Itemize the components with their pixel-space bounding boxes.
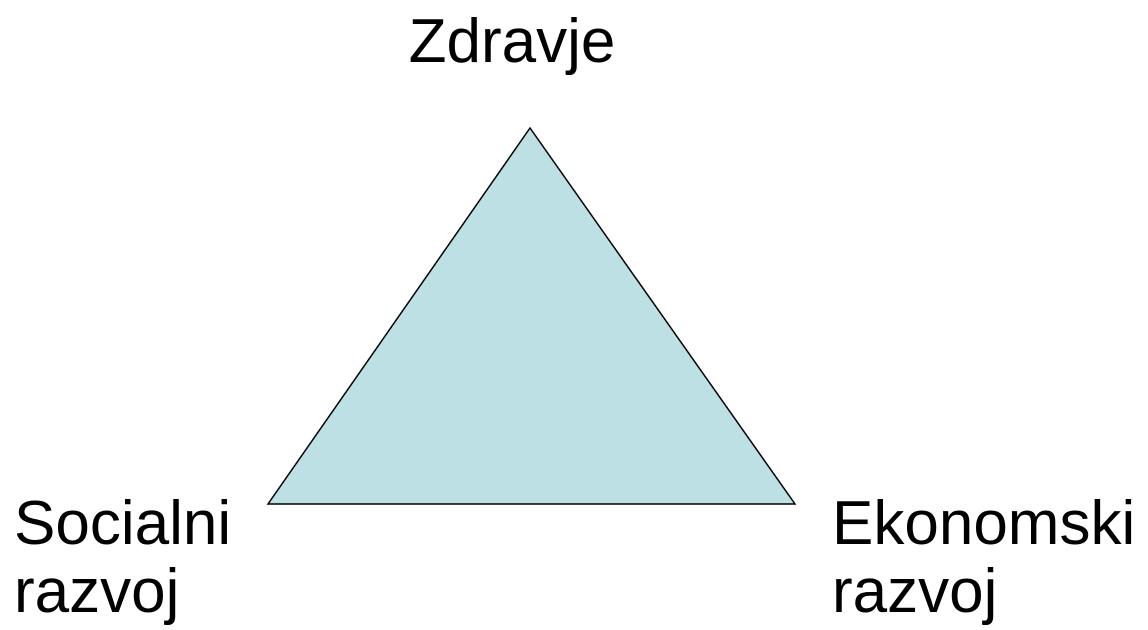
label-socialni-line1: Socialni xyxy=(14,489,232,558)
label-ekonomski-razvoj: Ekonomski razvoj xyxy=(832,490,1135,626)
label-zdravje: Zdravje xyxy=(408,7,616,76)
label-ekonomski-line1: Ekonomski xyxy=(832,489,1136,558)
triangle-shape xyxy=(266,126,797,505)
label-socialni-razvoj: Socialni razvoj xyxy=(14,490,231,626)
label-socialni-line2: razvoj xyxy=(14,557,180,626)
label-ekonomski-line2: razvoj xyxy=(832,557,998,626)
